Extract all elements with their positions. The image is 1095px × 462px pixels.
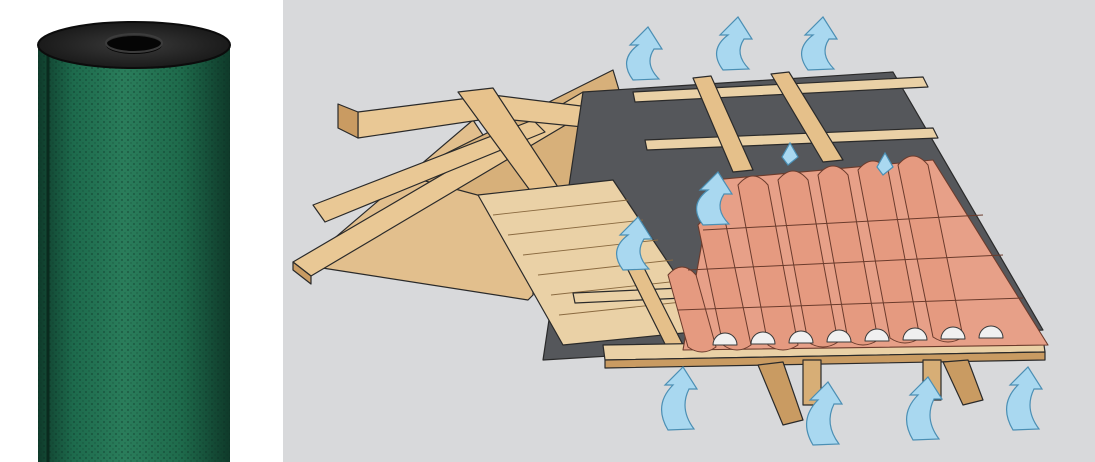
membrane-roll-photo [0,0,272,462]
roof-illustration-panel [283,0,1095,462]
roof-illustration [283,0,1095,462]
membrane-roll-image [0,0,272,462]
